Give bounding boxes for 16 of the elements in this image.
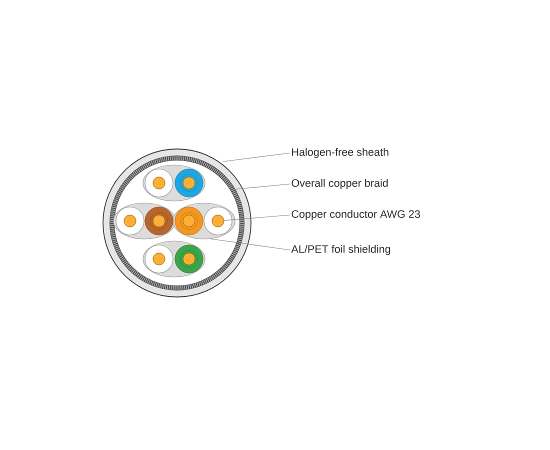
conductor	[152, 176, 166, 190]
conductor	[182, 176, 196, 190]
callout-label: Overall copper braid	[292, 178, 388, 190]
conductor	[152, 214, 166, 228]
conductor	[212, 214, 224, 228]
callout-label: AL/PET foil shielding	[291, 244, 390, 256]
leader-line	[222, 152, 290, 162]
callout-label: Halogen-free sheath	[292, 148, 388, 158]
conductor	[182, 214, 196, 228]
leader-line	[235, 184, 290, 190]
conductor	[152, 252, 166, 266]
leader-line	[224, 214, 290, 221]
conductor	[182, 252, 196, 266]
conductor	[124, 214, 136, 228]
callout-label: Copper conductor AWG 23	[292, 210, 420, 220]
leader-line	[210, 238, 290, 250]
